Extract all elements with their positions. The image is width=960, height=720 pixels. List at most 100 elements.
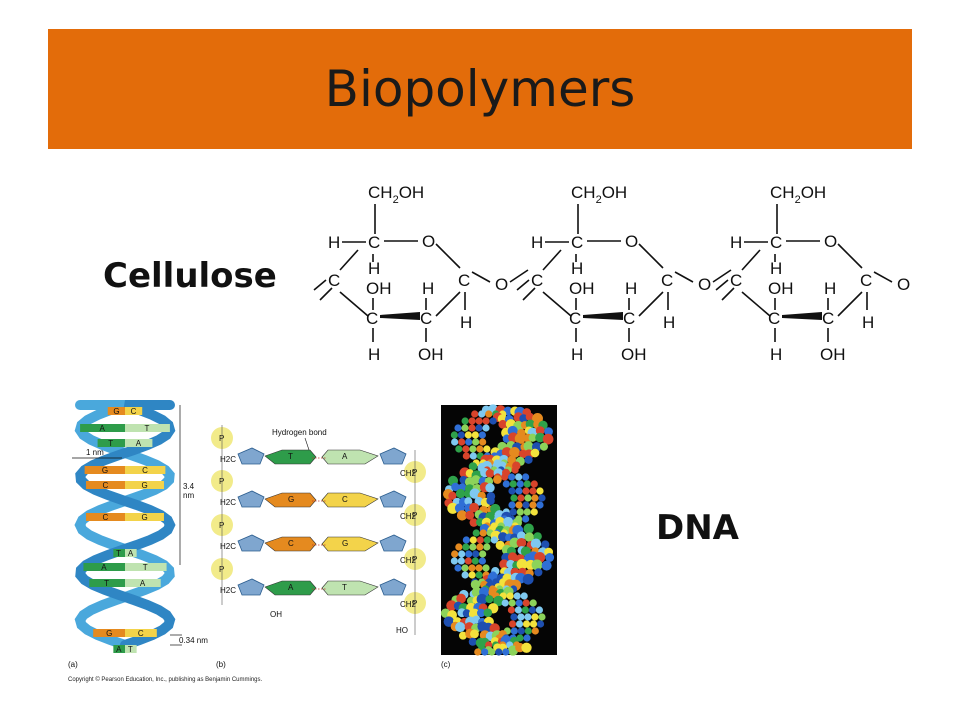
atom-sphere <box>457 431 465 439</box>
base-T <box>125 645 137 653</box>
pitch-unit: nm <box>183 491 194 500</box>
base-T <box>125 424 170 432</box>
hydrogen-atom: H <box>531 233 543 252</box>
atom-sphere <box>530 480 538 488</box>
base-letter: A <box>342 452 348 461</box>
atom-sphere <box>522 599 530 607</box>
sugar-label: H2C <box>220 542 236 551</box>
atom-sphere <box>541 540 550 549</box>
atom-sphere <box>482 424 490 432</box>
carbon-atom: C <box>366 309 378 328</box>
atom-sphere <box>536 620 545 628</box>
atom-sphere <box>470 629 479 639</box>
atom-sphere <box>483 543 491 551</box>
atom-sphere <box>508 487 516 495</box>
base-letter: C <box>342 495 348 504</box>
atom-sphere <box>476 593 488 605</box>
atom-sphere <box>485 595 494 604</box>
atom-sphere <box>482 564 490 572</box>
atom-sphere <box>515 599 523 607</box>
base-C <box>264 536 317 552</box>
bond <box>638 243 664 269</box>
atom-sphere <box>465 550 473 558</box>
bond <box>339 291 369 317</box>
base-letter: A <box>100 424 106 433</box>
base-letter: G <box>342 539 348 548</box>
sugar-ring <box>237 490 265 508</box>
base-G <box>93 629 125 637</box>
atom-sphere <box>489 417 497 425</box>
atom-sphere <box>533 532 542 541</box>
base-A <box>321 449 379 465</box>
width-label: 1 nm <box>86 448 104 457</box>
atom-sphere <box>514 606 523 614</box>
atom-sphere <box>510 613 518 621</box>
base-A <box>80 424 125 432</box>
atom-sphere <box>502 480 510 488</box>
atom-sphere <box>478 431 486 439</box>
atom-sphere <box>522 501 530 509</box>
atom-sphere <box>538 494 546 502</box>
sugar-ring <box>237 534 265 552</box>
atom-sphere <box>521 606 530 614</box>
base-C <box>321 492 379 508</box>
atom-sphere <box>530 508 538 516</box>
atom-sphere <box>524 627 532 635</box>
oh-label: OH <box>270 610 282 619</box>
atom-sphere <box>458 550 466 558</box>
atom-sphere <box>454 424 462 432</box>
atom-sphere <box>531 559 543 571</box>
atom-sphere <box>524 613 532 621</box>
atom-sphere <box>483 445 491 453</box>
dna-space-filling-model <box>440 404 557 656</box>
atom-sphere <box>455 488 466 499</box>
atom-sphere <box>447 502 459 514</box>
atom-sphere <box>522 573 534 585</box>
base-letter: C <box>103 513 109 522</box>
bond <box>435 243 461 269</box>
base-letter: T <box>108 439 113 448</box>
base-T <box>89 579 125 587</box>
atom-sphere <box>471 475 481 485</box>
atom-sphere <box>517 613 525 621</box>
atom-sphere <box>516 558 528 570</box>
atom-sphere <box>465 510 475 520</box>
bond <box>522 287 536 301</box>
ch2oh-label: CH2OH <box>368 183 424 206</box>
bond <box>837 291 863 317</box>
atom-sphere <box>509 480 517 488</box>
atom-sphere <box>515 473 523 481</box>
base-letter: T <box>104 579 109 588</box>
atom-sphere <box>469 518 478 527</box>
atom-sphere <box>455 543 463 551</box>
atom-sphere <box>510 627 518 635</box>
atom-sphere <box>468 637 477 646</box>
ch2oh-label: CH2OH <box>571 183 627 206</box>
phosphate-p: P <box>219 565 224 574</box>
atom-sphere <box>508 473 516 481</box>
atom-sphere <box>469 502 479 513</box>
atom-sphere <box>535 606 544 614</box>
base-letter: G <box>288 495 294 504</box>
atom-sphere <box>468 462 478 471</box>
atom-sphere <box>472 529 480 537</box>
atom-sphere <box>528 433 537 442</box>
sugar-ring <box>379 578 407 596</box>
atom-sphere <box>471 557 479 565</box>
bond <box>339 249 359 271</box>
atom-sphere <box>469 445 477 453</box>
atom-sphere <box>475 424 483 432</box>
atom-sphere <box>458 438 466 446</box>
atom-sphere <box>471 431 479 439</box>
atom-sphere <box>450 431 458 439</box>
sugar-ring <box>379 490 407 508</box>
atom-sphere <box>509 508 517 516</box>
base-A <box>113 645 125 653</box>
base-letter: T <box>288 452 293 461</box>
carbon-atom: C <box>623 309 635 328</box>
atom-sphere <box>515 487 523 495</box>
base-letter: A <box>288 583 294 592</box>
bond <box>435 291 461 317</box>
atom-sphere <box>544 427 553 436</box>
